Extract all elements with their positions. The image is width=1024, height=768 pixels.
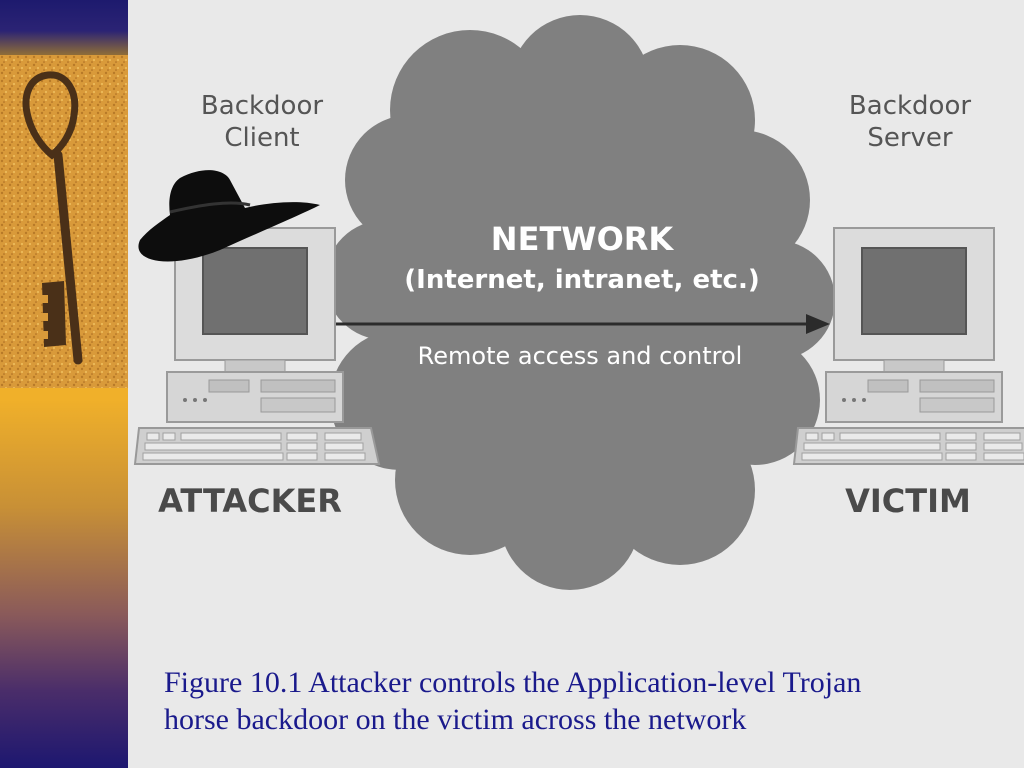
network-title: NETWORK [491, 220, 675, 258]
caption-line-2: horse backdoor on the victim across the … [164, 703, 747, 736]
victim-label: VICTIM [845, 482, 971, 520]
client-label-line1: Backdoor [201, 91, 323, 121]
arrow-head [806, 314, 830, 334]
server-label-line2: Server [867, 123, 953, 153]
fedora-hat-icon [138, 170, 320, 262]
victim-computer-icon [793, 227, 1024, 465]
network-subtitle: (Internet, intranet, etc.) [404, 265, 759, 295]
figure-caption: Figure 10.1 Attacker controls the Applic… [164, 664, 1004, 738]
server-label-line1: Backdoor [849, 91, 971, 121]
arrow-label: Remote access and control [418, 342, 743, 370]
attacker-label: ATTACKER [158, 482, 342, 520]
caption-line-1: Figure 10.1 Attacker controls the Applic… [164, 666, 862, 699]
key-photo [0, 55, 128, 388]
backdoor-diagram: Backdoor Client Backdoor Server NETWORK … [134, 15, 1024, 590]
client-label-line2: Client [224, 123, 299, 153]
network-cloud [325, 15, 835, 590]
